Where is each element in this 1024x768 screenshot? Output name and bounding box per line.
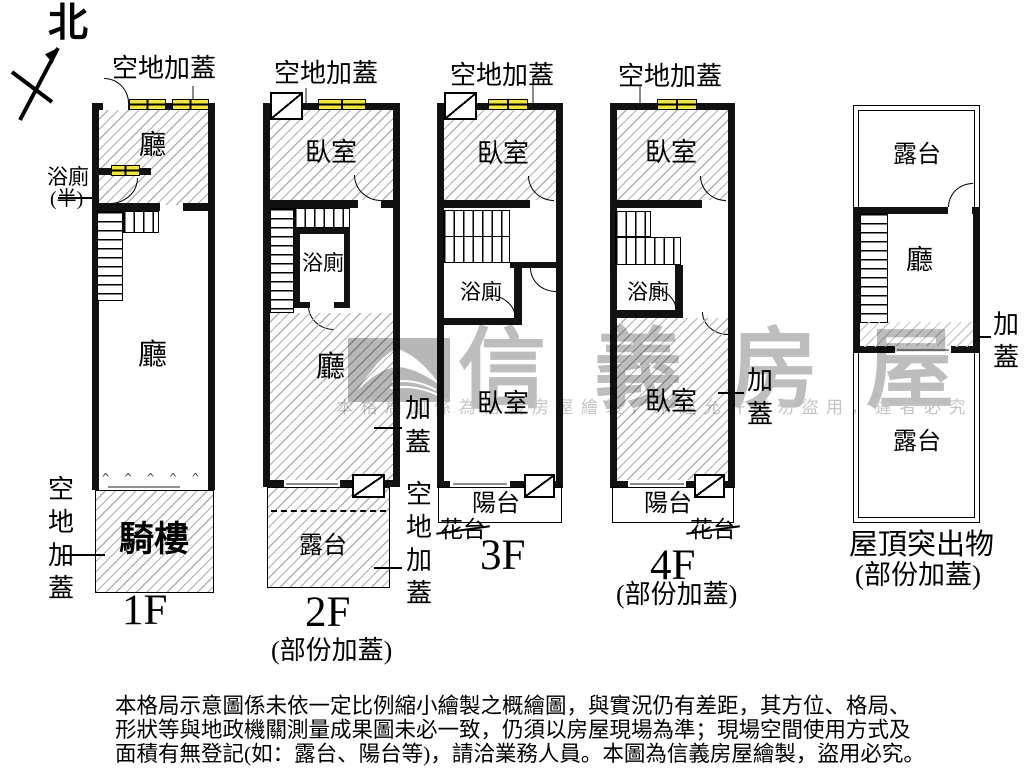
f1-bath-leader-line	[58, 197, 92, 199]
f1-threshold-line	[108, 486, 180, 488]
f1-bath-label: 浴廁	[47, 165, 89, 189]
disclaimer-line-2: 形狀等與地政機關測量成果圖未必一致，仍須以房屋現場為準；現場空間使用方式及	[115, 718, 911, 742]
f1-hall-top-label: 廳	[139, 130, 166, 160]
f1-bath-window	[111, 165, 140, 176]
f4-annex-label: 加蓋	[746, 366, 773, 429]
f3-name: 3F	[480, 532, 526, 579]
f1-stairs-horizontal	[123, 211, 159, 233]
f2-terrace-dashed-line	[271, 510, 386, 512]
f4-bottom-shaft-box	[694, 474, 725, 498]
f4-balcony-label: 陽台	[644, 491, 692, 517]
f4-bedroom-room	[617, 318, 728, 480]
f2-hall-label: 廳	[316, 351, 346, 383]
roof-terrace-bottom-label: 露台	[893, 429, 941, 455]
f2-right-leader-line	[374, 567, 402, 569]
f1-top-label: 空地加蓋	[112, 54, 217, 83]
disclaimer-line-3: 面積有無登記(如：露台、陽台等)，請洽業務人員。本圖為信義房屋繪製，盜用必究。	[115, 742, 925, 766]
f2-stairs-horizontal	[294, 208, 350, 228]
f3-bedroom-top-label: 臥室	[477, 139, 530, 168]
f1-stairs-vertical	[97, 211, 123, 301]
f1-open-marks: ^ ^ ^ ^ ^	[102, 471, 204, 485]
f2-hall-room	[270, 313, 393, 480]
f2-terrace-label: 露台	[299, 533, 347, 559]
north-arrow-icon	[10, 47, 60, 121]
roof-top-opening	[948, 207, 972, 214]
f1-left-label: 空地加蓋	[47, 475, 74, 603]
f3-top-label: 空地加蓋	[450, 61, 555, 90]
f4-window	[657, 99, 697, 110]
f3-bottom-opening-line	[453, 483, 507, 485]
disclaimer-line-1: 本格局示意圖係未依一定比例縮小繪製之概繪圖，與實況仍有差距，其方位、格局、	[115, 694, 911, 718]
f4-stairs-upper	[615, 211, 651, 237]
f4-annex-leader-line	[718, 392, 744, 394]
f4-name: 4F	[650, 542, 696, 589]
f4-bedroom-label: 臥室	[645, 387, 698, 416]
roof-note: (部份加蓋)	[855, 560, 981, 590]
f1-window-1	[129, 99, 166, 110]
north-label: 北	[48, 0, 88, 45]
f3-shaft-box	[444, 92, 477, 120]
compass: 北	[0, 0, 110, 140]
roof-bottom-opening-line	[897, 349, 949, 351]
f1-arcade-area	[95, 490, 214, 593]
f2-bottom-shaft-box	[352, 474, 385, 498]
f2-name: 2F	[305, 589, 351, 636]
roof-name: 屋頂突出物	[849, 529, 995, 561]
f2-annex-leader-line	[374, 427, 402, 429]
f3-window	[488, 99, 528, 110]
f3-stairs-lower	[443, 236, 510, 263]
f2-terrace-area	[267, 487, 390, 588]
f2-right-label: 空地加蓋	[405, 480, 432, 608]
f2-shaft-box	[270, 92, 303, 120]
f1-divider-wall-left	[92, 203, 160, 211]
roof-annex-strip	[860, 322, 973, 347]
f1-divider-wall-right	[183, 203, 215, 211]
f1-left-leader-line	[60, 554, 105, 556]
f3-balcony-label: 陽台	[472, 491, 520, 517]
disclaimer: 本格局示意圖係未依一定比例縮小繪製之概繪圖，與實況仍有差距，其方位、格局、 形狀…	[115, 694, 925, 766]
f4-note: (部份加蓋)	[616, 580, 738, 609]
f2-window	[318, 99, 366, 110]
f2-bath-room	[294, 228, 350, 308]
f1-arcade-label: 騎樓	[119, 520, 190, 559]
f2-bath-door-opening	[310, 302, 334, 308]
roof-annex-leader-line	[978, 336, 991, 338]
f1-bath-half-label: (半)	[50, 188, 84, 210]
f2-top-label: 空地加蓋	[274, 59, 379, 88]
f4-bath-wall-right	[675, 265, 683, 311]
f1-hall-label: 廳	[138, 339, 168, 371]
f4-divider-wall	[610, 200, 702, 208]
f1-window-2	[172, 99, 209, 110]
f4-top-label: 空地加蓋	[618, 62, 723, 91]
f4-bath-wall-bottom	[610, 310, 683, 318]
f3-stairs-upper	[443, 210, 510, 237]
roof-stairs	[860, 213, 888, 323]
f3-divider-wall	[437, 200, 530, 208]
f3-bath-wall-right	[514, 262, 522, 322]
f4-stairs-lower	[615, 237, 681, 265]
f2-divider-stub	[381, 200, 400, 208]
f2-divider-wall	[263, 200, 358, 208]
f3-bottom-shaft-box	[524, 474, 555, 498]
f2-stairs-vertical	[270, 208, 294, 313]
f4-bedroom-top-label: 臥室	[645, 138, 698, 167]
roof-hall-label: 廳	[906, 245, 933, 275]
f2-bath-label: 浴廁	[302, 251, 344, 275]
f4-bottom-opening-line	[630, 483, 684, 485]
f3-bath-wall-bottom	[437, 318, 522, 325]
f1-name: 1F	[122, 587, 168, 634]
f3-bedroom-label: 臥室	[477, 389, 530, 418]
f2-bedroom-label: 臥室	[305, 138, 358, 167]
roof-annex-label: 加蓋	[992, 310, 1019, 372]
f3-mid-wall	[510, 262, 563, 268]
roof-terrace-top-label: 露台	[893, 142, 941, 168]
f1-bottom-opening	[99, 480, 208, 490]
f2-note: (部份加蓋)	[271, 636, 393, 665]
f1-entry-opening	[103, 103, 128, 110]
f2-annex-label: 加蓋	[404, 394, 431, 457]
f2-bottom-opening-line	[286, 483, 338, 485]
